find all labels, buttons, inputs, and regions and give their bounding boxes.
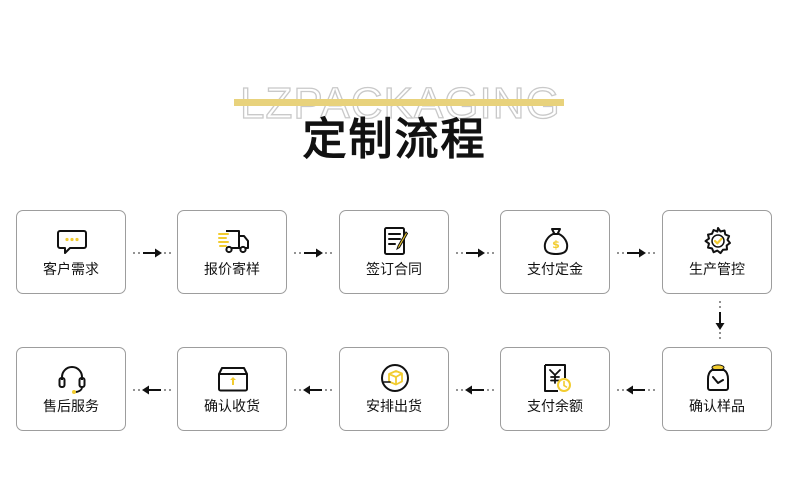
svg-text:$: $ — [552, 238, 560, 251]
shipping-box-icon — [381, 364, 409, 392]
payment-receipt-icon — [544, 364, 571, 392]
step-label: 支付定金 — [527, 262, 583, 278]
step-label: 安排出货 — [366, 399, 422, 415]
step-label: 报价寄样 — [204, 262, 260, 278]
flow-arrow-down — [715, 301, 725, 341]
step-label: 售后服务 — [43, 399, 99, 415]
flow-arrow-right — [294, 248, 333, 258]
step-label: 签订合同 — [366, 262, 422, 278]
step-quote-sample: 报价寄样 — [177, 210, 287, 294]
step-arrange-shipment: 安排出货 — [339, 347, 449, 431]
headset-icon — [58, 366, 86, 394]
step-after-sales-service: 售后服务 — [16, 347, 126, 431]
step-label: 客户需求 — [43, 262, 99, 278]
step-label: 支付余额 — [527, 399, 583, 415]
title-highlight-bar — [234, 99, 564, 106]
step-label: 生产管控 — [689, 262, 745, 278]
flow-arrow-right — [133, 248, 172, 258]
sample-jar-icon — [707, 364, 729, 391]
step-label: 确认收货 — [204, 399, 260, 415]
step-pay-balance: 支付余额 — [500, 347, 610, 431]
delivery-truck-icon — [218, 230, 249, 254]
step-confirm-receipt: 确认收货 — [177, 347, 287, 431]
chat-bubble-icon — [57, 230, 87, 254]
step-sign-contract: 签订合同 — [339, 210, 449, 294]
step-customer-needs: 客户需求 — [16, 210, 126, 294]
page-title: 定制流程 — [302, 114, 487, 165]
flow-arrow-left — [132, 385, 171, 395]
step-pay-deposit: $ 支付定金 — [500, 210, 610, 294]
gear-check-icon — [704, 227, 731, 255]
flow-arrow-right — [456, 248, 495, 258]
step-confirm-sample: 确认样品 — [662, 347, 772, 431]
step-production-control: 生产管控 — [662, 210, 772, 294]
step-label: 确认样品 — [689, 399, 745, 415]
flow-arrow-left — [293, 385, 332, 395]
money-bag-icon: $ — [543, 228, 569, 255]
contract-document-icon — [384, 227, 409, 255]
flow-arrow-right — [617, 248, 656, 258]
received-box-icon — [218, 367, 248, 392]
flow-arrow-left — [455, 385, 494, 395]
flow-arrow-left — [616, 385, 655, 395]
